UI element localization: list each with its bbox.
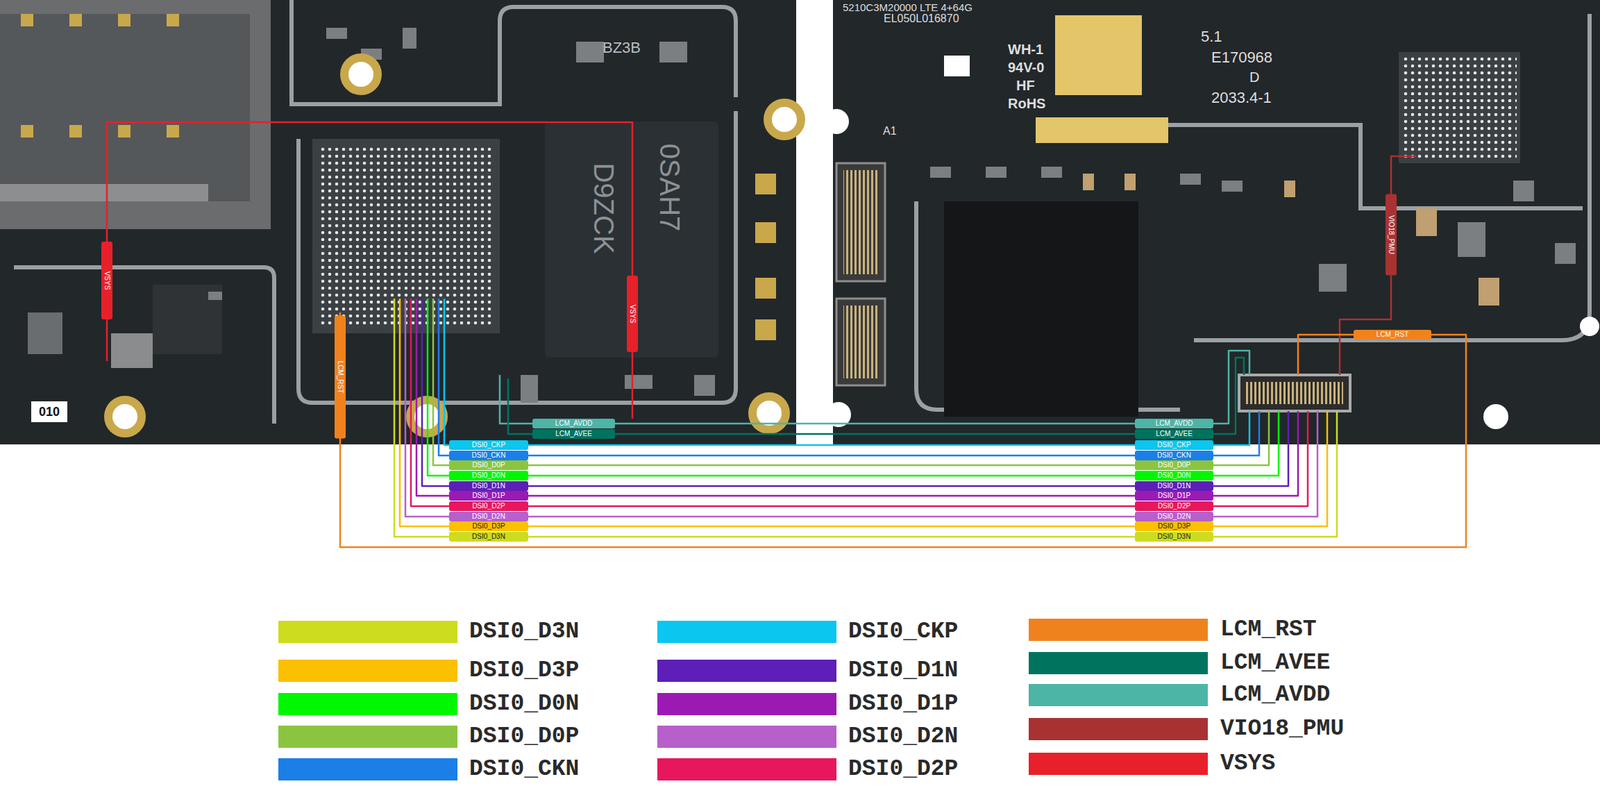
- legend-label: DSI0_D1N: [848, 656, 958, 685]
- legend-label: DSI0_CKN: [469, 755, 579, 783]
- legend-label: DSI0_D3N: [469, 617, 579, 646]
- signal-tag: DSI0_D1P: [1134, 490, 1214, 501]
- right-board: [832, 0, 1600, 445]
- signal-tag: VSYS: [101, 241, 113, 320]
- legend-label: DSI0_D1P: [848, 689, 958, 718]
- silkscreen-text: 94V-0: [1007, 59, 1044, 76]
- signal-tag: DSI0_D3P: [449, 521, 529, 532]
- legend-swatch: [278, 692, 458, 715]
- silkscreen-text: 5210C3M20000 LTE 4+64G: [842, 1, 973, 14]
- legend-label: VIO18_PMU: [1220, 714, 1344, 743]
- legend-label: DSI0_CKP: [848, 617, 958, 646]
- silkscreen-text: WH-1: [1007, 41, 1044, 58]
- signal-tag: LCM_RST: [334, 315, 346, 439]
- signal-tag: DSI0_D1P: [449, 490, 529, 501]
- legend-swatch: [657, 725, 837, 748]
- legend-swatch: [657, 758, 837, 781]
- board-marking: 010: [31, 401, 68, 423]
- signal-tag: DSI0_D0P: [1134, 460, 1214, 470]
- signal-tag: DSI0_D1N: [449, 481, 529, 491]
- signal-tag: DSI0_CKP: [1134, 440, 1214, 450]
- legend-swatch: [1028, 618, 1208, 641]
- signal-tag: DSI0_CKN: [1134, 450, 1214, 461]
- signal-tag: DSI0_D3N: [1134, 531, 1214, 542]
- signal-tag: DSI0_CKN: [449, 450, 529, 461]
- legend-swatch: [278, 758, 458, 781]
- signal-tag: LCM_AVEE: [1134, 428, 1214, 439]
- silkscreen-text: 2033.4-1: [1211, 88, 1272, 107]
- legend-swatch: [278, 659, 458, 682]
- legend-label: DSI0_D0P: [469, 722, 579, 751]
- silkscreen-text: HF: [1016, 77, 1035, 94]
- legend-swatch: [657, 692, 837, 715]
- signal-tag: LCM_AVEE: [532, 428, 616, 439]
- legend-swatch: [657, 659, 837, 682]
- legend-label: LCM_RST: [1220, 615, 1317, 644]
- signal-tag: DSI0_CKP: [449, 440, 529, 450]
- silkscreen-text: EL050L016870: [883, 12, 960, 25]
- signal-tag: LCM_AVDD: [1134, 418, 1214, 429]
- signal-tag: DSI0_D2P: [1134, 501, 1214, 511]
- legend-swatch: [1028, 717, 1208, 740]
- signal-tag: DSI0_D0N: [449, 470, 529, 481]
- legend-swatch: [1028, 683, 1208, 706]
- signal-tag: DSI0_D2P: [449, 501, 529, 511]
- chip-marking: D9ZCK: [590, 162, 618, 254]
- silkscreen-text: E170968: [1211, 48, 1273, 67]
- silkscreen-text: RoHS: [1007, 95, 1046, 112]
- legend-swatch: [278, 725, 458, 748]
- legend-swatch: [657, 620, 837, 643]
- signal-tag: DSI0_D1N: [1134, 481, 1214, 491]
- signal-tag: VIO18_PMU: [1385, 194, 1397, 276]
- legend-label: DSI0_D0N: [469, 689, 579, 718]
- silkscreen-text: A1: [882, 124, 897, 138]
- signal-tag: DSI0_D3P: [1134, 521, 1214, 532]
- left-board: [0, 0, 797, 445]
- silkscreen-text: 5.1: [1200, 27, 1223, 46]
- signal-tag: DSI0_D2N: [449, 511, 529, 522]
- legend-label: DSI0_D3P: [469, 656, 579, 685]
- legend-label: DSI0_D2P: [848, 755, 958, 783]
- signal-tag: DSI0_D0P: [449, 460, 529, 470]
- signal-tag: DSI0_D3N: [449, 531, 529, 542]
- legend-label: VSYS: [1220, 749, 1276, 778]
- legend-swatch: [1028, 752, 1208, 775]
- signal-tag: VSYS: [626, 275, 638, 352]
- legend-label: LCM_AVDD: [1220, 680, 1330, 709]
- legend-label: LCM_AVEE: [1220, 649, 1330, 677]
- signal-tag: DSI0_D0N: [1134, 470, 1214, 481]
- signal-tag: DSI0_D2N: [1134, 511, 1214, 522]
- signal-tag: LCM_AVDD: [532, 418, 616, 429]
- chip-marking: 0SAH7: [655, 143, 684, 232]
- legend-swatch: [1028, 651, 1208, 675]
- legend-swatch: [278, 620, 458, 643]
- legend-label: DSI0_D2N: [848, 722, 958, 751]
- silkscreen-text: D: [1249, 69, 1260, 86]
- signal-tag: LCM_RST: [1353, 329, 1432, 340]
- silkscreen-text: BZ3B: [602, 38, 641, 57]
